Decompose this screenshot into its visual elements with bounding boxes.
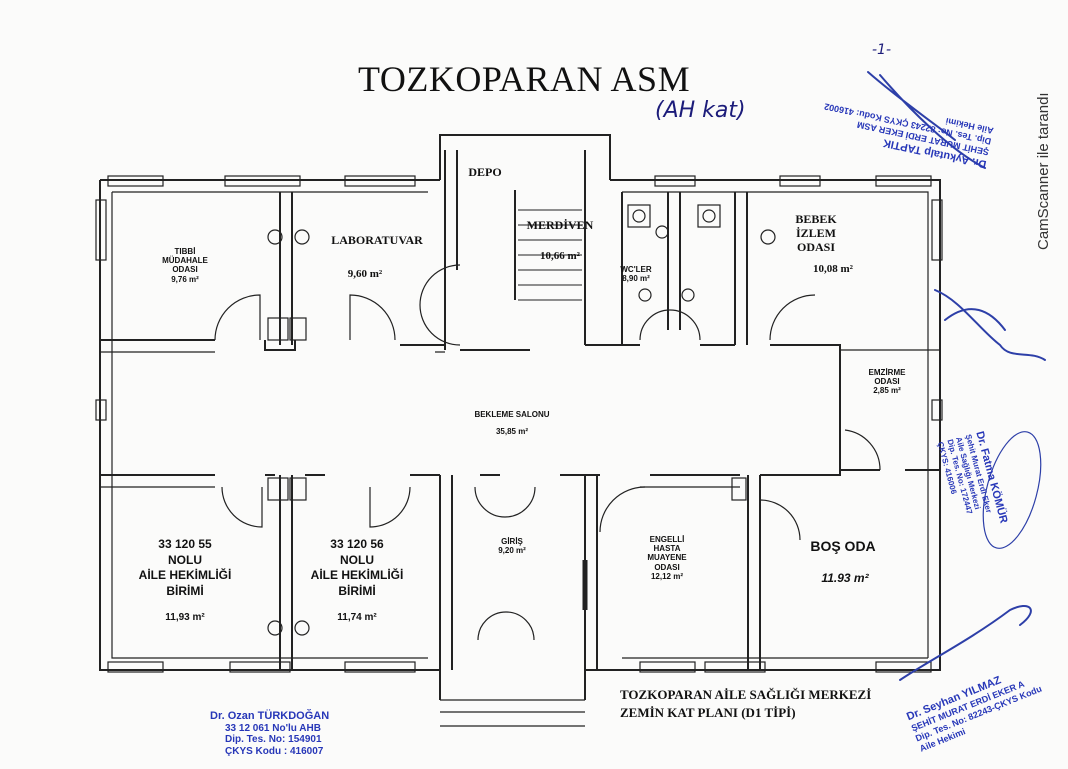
signature-scribble-right bbox=[934, 289, 1046, 361]
partition-depo-merdiven bbox=[514, 150, 586, 345]
room-merdiven-area: 10,66 m² bbox=[540, 250, 580, 262]
room-laboratuvar: LABORATUVAR bbox=[331, 233, 423, 247]
room-bos-oda-area: 11.93 m² bbox=[821, 571, 869, 585]
stamp-ozan-turkdogan: Dr. Ozan TÜRKDOĞAN 33 12 061 No'lu AHB D… bbox=[210, 710, 330, 757]
door-depo bbox=[419, 264, 461, 346]
room-bebek-izlem-area: 10,08 m² bbox=[813, 263, 853, 275]
handwritten-note: (AH kat) bbox=[655, 98, 746, 123]
door-lab bbox=[349, 294, 396, 341]
door-wc1 bbox=[639, 309, 671, 341]
page-number-mark: -1- bbox=[872, 42, 892, 58]
signature-scribble-top bbox=[867, 71, 986, 169]
partition-tibbi-lab bbox=[279, 192, 293, 345]
stamp-outline-right bbox=[982, 431, 1042, 549]
plan-caption: TOZKOPARAN AİLE SAĞLIĞI MERKEZİ ZEMİN KA… bbox=[620, 687, 872, 720]
room-merdiven: MERDİVEN bbox=[526, 218, 594, 232]
door-bos bbox=[759, 499, 801, 541]
partition-giris bbox=[439, 475, 598, 700]
room-bos-oda: BOŞ ODA bbox=[810, 538, 876, 554]
corridor-top-wall bbox=[100, 339, 940, 471]
partition-aile55-aile56 bbox=[279, 475, 293, 670]
door-bebek bbox=[769, 294, 816, 341]
corridor-bottom-wall bbox=[100, 450, 841, 476]
door-engelli bbox=[599, 486, 646, 533]
outer-wall bbox=[99, 134, 941, 700]
room-bekleme-salonu: BEKLEME SALONU 35,85 m² bbox=[474, 410, 550, 437]
partition-engelli-bos bbox=[747, 475, 761, 670]
stair-treads bbox=[518, 209, 582, 301]
door-wc2 bbox=[669, 309, 701, 341]
camscanner-watermark: CamScanner ile tarandı bbox=[1035, 92, 1052, 250]
door-aile56 bbox=[369, 486, 411, 528]
door-aile55 bbox=[221, 486, 263, 528]
door-emzirme bbox=[844, 429, 881, 471]
room-laboratuvar-area: 9,60 m² bbox=[347, 268, 383, 280]
partition-wc bbox=[621, 192, 748, 345]
door-tibbi bbox=[214, 294, 261, 341]
page-title: TOZKOPARAN ASM bbox=[358, 59, 691, 99]
room-depo: DEPO bbox=[468, 165, 502, 179]
signature-scribble-bottom bbox=[899, 605, 1032, 681]
outer-wall-inner bbox=[111, 191, 929, 659]
partition-lab-depo bbox=[444, 150, 458, 350]
door-giris-outer bbox=[477, 611, 535, 641]
door-giris-inner bbox=[474, 486, 536, 518]
